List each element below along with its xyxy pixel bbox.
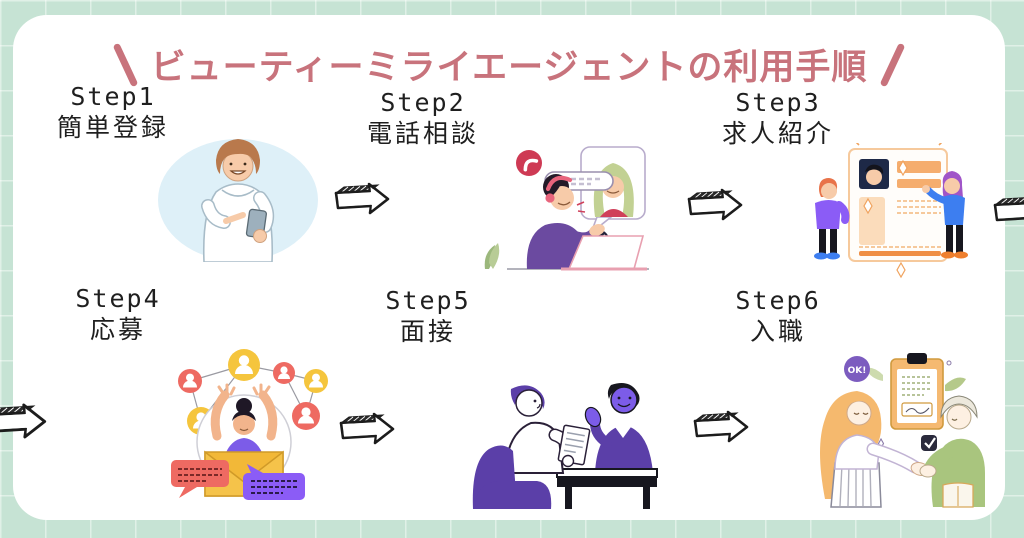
step-5-illustration <box>471 373 661 511</box>
step-4-illustration <box>145 340 335 502</box>
step-2-illustration <box>471 143 651 271</box>
step-6-title: 入職 <box>749 317 806 346</box>
ok-badge: OK! <box>848 366 867 376</box>
step-2-title: 電話相談 <box>366 119 479 148</box>
step-3-label: Step3 求人紹介 <box>668 87 888 149</box>
arrow-row-wrap-enter-icon <box>0 398 48 445</box>
step-6-number: Step6 <box>735 286 821 315</box>
phone-consultation-icon <box>484 146 649 271</box>
smartphone-registration-icon <box>158 139 318 262</box>
step-2-number: Step2 <box>380 88 466 117</box>
step-3-title: 求人紹介 <box>721 119 834 148</box>
step-6-label: Step6 入職 <box>668 285 888 347</box>
application-network-icon <box>171 349 328 500</box>
arrow-step5-to-step6-icon <box>692 406 750 448</box>
step-1-label: Step1 簡単登録 <box>3 81 223 143</box>
step-1-title: 簡単登録 <box>56 113 169 142</box>
step-4-title: 応募 <box>89 315 146 344</box>
step-1-number: Step1 <box>70 82 156 111</box>
title-slash-right-icon <box>880 42 906 87</box>
arrow-step2-to-step3-icon <box>686 184 744 226</box>
arrow-step1-to-step2-icon <box>333 178 391 220</box>
step-3-illustration <box>805 143 980 283</box>
job-posting-icon <box>814 143 968 279</box>
step-5-number: Step5 <box>385 286 471 315</box>
step-1-illustration <box>148 126 323 262</box>
title-row: ビューティーミライエージェントの利用手順 <box>13 39 1005 90</box>
step-3-number: Step3 <box>735 88 821 117</box>
arrow-step4-to-step5-icon <box>338 408 396 450</box>
step-4-number: Step4 <box>75 284 161 313</box>
step-5-label: Step5 面接 <box>318 285 538 347</box>
handshake-contract-icon: OK! <box>820 353 985 508</box>
step-5-title: 面接 <box>399 317 456 346</box>
interview-icon <box>472 382 658 509</box>
step-2-label: Step2 電話相談 <box>313 87 533 149</box>
content-card: ビューティーミライエージェントの利用手順 Step1 簡単登録 Step2 電話… <box>13 15 1005 520</box>
step-4-label: Step4 応募 <box>8 283 228 345</box>
arrow-row-wrap-exit-icon <box>992 190 1024 232</box>
page-title: ビューティーミライエージェントの利用手順 <box>150 48 868 88</box>
step-6-illustration: OK! <box>803 345 993 509</box>
